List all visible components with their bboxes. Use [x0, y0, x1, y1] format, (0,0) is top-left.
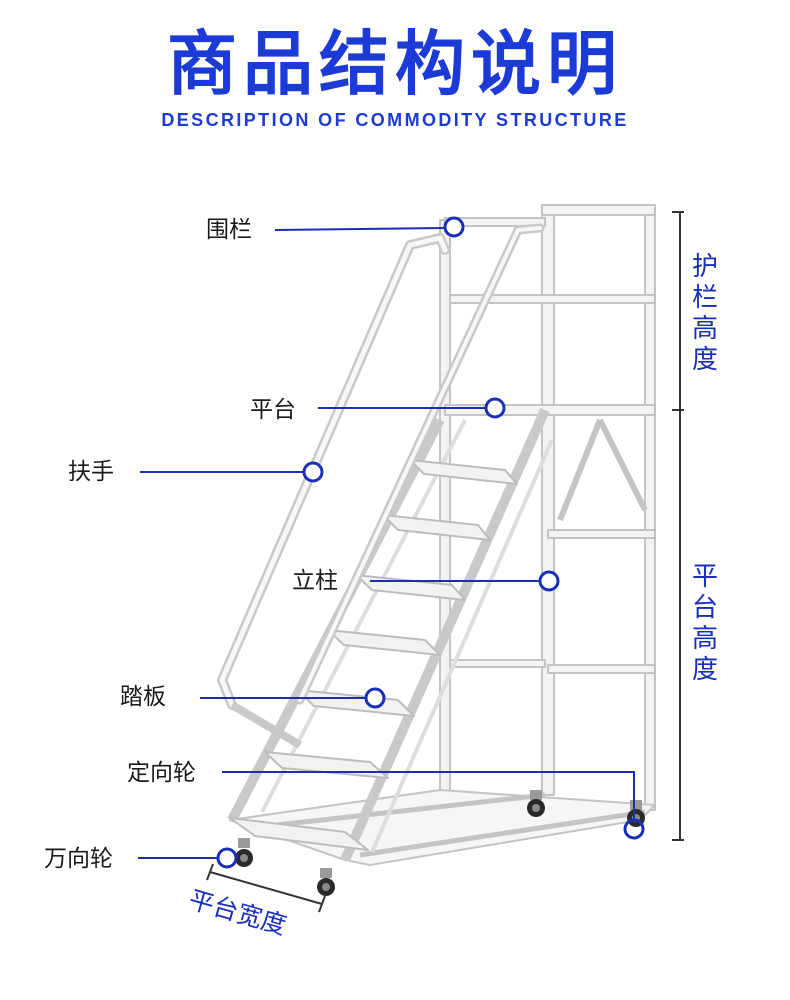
width-bracket — [206, 863, 326, 913]
caster-rear-left — [527, 790, 545, 817]
treads — [229, 459, 518, 851]
fixed-caster-leader — [222, 771, 635, 820]
height-bracket — [672, 211, 684, 841]
caster-front-left — [235, 838, 253, 867]
guardrail-leader — [274, 227, 446, 231]
label-swivel-caster: 万向轮 — [44, 846, 113, 872]
label-platform-height: 平台高度 — [691, 562, 718, 685]
label-tread: 踏板 — [120, 684, 166, 710]
fixed-caster-marker — [623, 818, 645, 840]
platform-marker — [484, 397, 506, 419]
label-guardrail-height: 护栏高度 — [691, 252, 718, 375]
label-upright: 立柱 — [292, 568, 338, 594]
callout-markers — [216, 216, 645, 869]
handrail-marker — [302, 461, 324, 483]
guardrail-marker — [443, 216, 465, 238]
label-guardrail: 围栏 — [206, 217, 252, 243]
upright-marker — [538, 570, 560, 592]
page-subtitle: DESCRIPTION OF COMMODITY STRUCTURE — [161, 110, 629, 130]
caster-front-right — [317, 868, 335, 896]
label-handrail: 扶手 — [68, 459, 114, 485]
tread-marker — [364, 687, 386, 709]
label-fixed-caster: 定向轮 — [127, 760, 196, 786]
label-platform: 平台 — [250, 397, 296, 423]
swivel-caster-marker — [216, 847, 238, 869]
page-title: 商品结构说明 — [167, 23, 623, 105]
ladder-frame — [217, 204, 656, 866]
callout-lines — [138, 227, 635, 859]
